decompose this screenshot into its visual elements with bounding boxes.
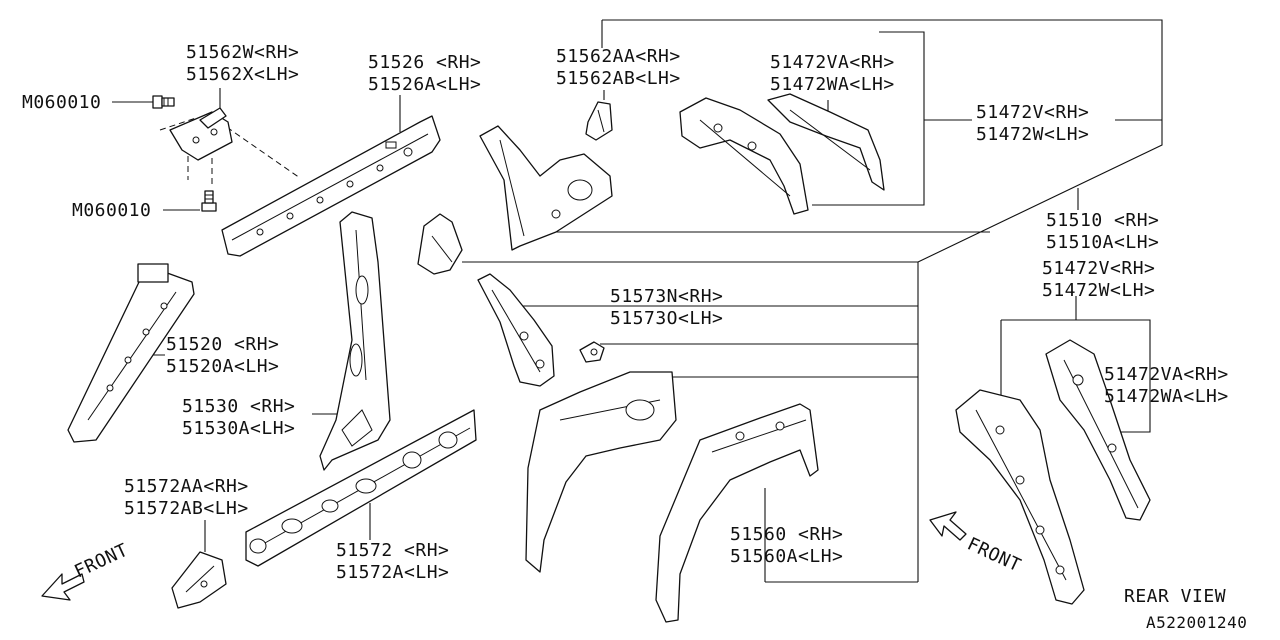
label-51526-lh: 51526A<LH> — [368, 74, 481, 95]
label-51562aa-rh: 51562AA<RH> — [556, 46, 681, 67]
label-51472v-right-rh: 51472V<RH> — [1042, 258, 1155, 279]
label-51573n-rh: 51573N<RH> — [610, 286, 723, 307]
bracket-51562aa — [585, 101, 613, 141]
bracket-51510-small — [417, 213, 463, 275]
panel-51510-lower — [525, 371, 677, 573]
wheel-housing-51472v-top — [679, 97, 809, 215]
label-51526-rh: 51526 <RH> — [368, 52, 481, 73]
panel-51560 — [655, 403, 819, 623]
label-51472va-top-rh: 51472VA<RH> — [770, 52, 895, 73]
label-diagram-id: A522001240 — [1146, 613, 1247, 632]
label-51472va-top-lh: 51472WA<LH> — [770, 74, 895, 95]
label-51572aa-rh: 51572AA<RH> — [124, 476, 249, 497]
label-m060010-bottom: M060010 — [72, 200, 151, 221]
label-front-left: FRONT — [71, 540, 131, 583]
connector-small — [579, 341, 605, 363]
label-front-right: FRONT — [964, 533, 1024, 576]
label-51562w-rh: 51562W<RH> — [186, 42, 299, 63]
sill-51572 — [245, 409, 477, 567]
panel-51472va-top — [767, 93, 885, 191]
pillar-51520 — [67, 263, 195, 443]
bolt-m060010-top — [152, 95, 175, 109]
label-51472v-right-lh: 51472W<LH> — [1042, 280, 1155, 301]
label-m060010-top: M060010 — [22, 92, 101, 113]
label-51562w-lh: 51562X<LH> — [186, 64, 299, 85]
label-51510-rh: 51510 <RH> — [1046, 210, 1159, 231]
label-51510-lh: 51510A<LH> — [1046, 232, 1159, 253]
label-51520-lh: 51520A<LH> — [166, 356, 279, 377]
label-51472v-top-lh: 51472W<LH> — [976, 124, 1089, 145]
label-51472va-right-lh: 51472WA<LH> — [1104, 386, 1229, 407]
label-51530-rh: 51530 <RH> — [182, 396, 295, 417]
label-51572-rh: 51572 <RH> — [336, 540, 449, 561]
label-rear-view: REAR VIEW — [1124, 586, 1226, 607]
panel-51510-upper — [479, 125, 613, 251]
panel-51472va-right — [1045, 339, 1151, 521]
label-51573n-lh: 51573O<LH> — [610, 308, 723, 329]
label-51530-lh: 51530A<LH> — [182, 418, 295, 439]
label-51472v-top-rh: 51472V<RH> — [976, 102, 1089, 123]
front-arrow-right-icon — [929, 511, 967, 541]
label-51572-lh: 51572A<LH> — [336, 562, 449, 583]
rail-51526 — [221, 115, 441, 257]
front-arrow-left-icon — [41, 573, 85, 601]
pillar-51530 — [319, 211, 391, 471]
bracket-51572aa — [171, 551, 227, 609]
label-51572aa-lh: 51572AB<LH> — [124, 498, 249, 519]
bracket-51562w — [169, 107, 233, 161]
label-51562aa-lh: 51562AB<LH> — [556, 68, 681, 89]
label-51472va-right-rh: 51472VA<RH> — [1104, 364, 1229, 385]
panel-51573n — [477, 273, 555, 387]
label-51560-rh: 51560 <RH> — [730, 524, 843, 545]
label-51520-rh: 51520 <RH> — [166, 334, 279, 355]
label-51560-lh: 51560A<LH> — [730, 546, 843, 567]
leader-lines — [112, 19, 1163, 583]
bolt-m060010-bottom — [201, 190, 217, 212]
wheel-housing-51472v-right — [955, 389, 1085, 605]
